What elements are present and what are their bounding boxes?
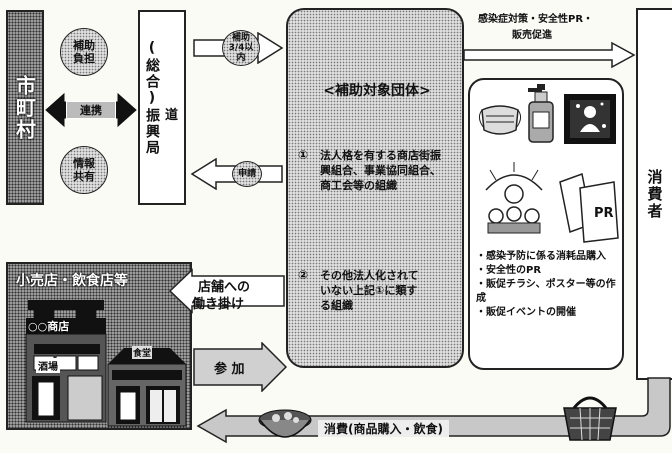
application-badge: 申請	[232, 161, 262, 187]
activities-box: PR ・感染予防に係る消耗品購入 ・安全性のPR ・販促チラシ、ポスター等の作成…	[468, 78, 624, 370]
promotion-arrow-line2: 販売促進	[512, 30, 552, 41]
shop-sign: ○○商店	[28, 320, 70, 333]
subsidy-rate-badge: 補助3/4以内	[222, 30, 260, 66]
sanitizer-bottle-icon	[528, 84, 554, 143]
activity-item: ・感染予防に係る消耗品購入	[476, 251, 606, 262]
consumer-box: 消費者	[636, 8, 672, 380]
noren-label: 酒場	[36, 358, 60, 373]
subsidy-rate-label: 補助3/4以内	[228, 33, 254, 63]
subsidy-burden-label: 補助負担	[73, 39, 95, 65]
shop-building-icon	[25, 300, 107, 423]
store-outreach-line2: 働き掛け	[192, 297, 245, 312]
promotion-arrow-line1: 感染症対策・安全性PR・	[478, 14, 594, 25]
target-organizations-box: <補助対象団体> ① 法人格を有する商店街振興組合、事業協同組合、商工会等の組織…	[286, 8, 464, 368]
info-share-label: 情報共有	[73, 157, 95, 183]
target-item1-text: 法人格を有する商店街振興組合、事業協同組合、商工会等の組織	[320, 149, 441, 192]
consumption-arrow	[196, 377, 671, 444]
promotion-arrow	[463, 41, 636, 69]
consumption-text: 消費(商品購入・飲食)	[324, 422, 443, 436]
flyers-icon	[559, 172, 619, 243]
shopping-basket-icon	[563, 396, 617, 441]
store-outreach-line1: 店舗への	[198, 280, 251, 295]
application-label: 申請	[237, 168, 256, 179]
target-item2-num: ②	[298, 268, 309, 282]
activity-item: ・安全性のPR	[476, 265, 542, 276]
mask-icon	[478, 105, 522, 135]
retail-box: 小売店・飲食店等 ○○商店 酒場 食堂	[6, 262, 192, 430]
food-bowl-icon	[258, 409, 312, 438]
consumer-label: 消費者	[645, 168, 664, 220]
municipality-label: 市町村	[12, 74, 37, 141]
subsidy-burden-circle: 補助負担	[60, 28, 108, 76]
promotion-bureau-label: (総合)振興局	[144, 40, 160, 156]
info-share-circle: 情報共有	[60, 146, 108, 194]
liaison-text: 連携	[80, 104, 102, 117]
liaison-label: 連携	[66, 101, 116, 119]
promotion-bureau-box: (総合)振興局 道	[138, 10, 186, 205]
municipality-box: 市町村	[6, 10, 44, 205]
participation-arrow	[193, 342, 288, 392]
target-title: <補助対象団体>	[323, 83, 431, 99]
participation-label: 参 加	[214, 362, 245, 377]
consumption-label: 消費(商品購入・飲食)	[318, 420, 449, 437]
activities-list: ・感染予防に係る消耗品購入 ・安全性のPR ・販促チラシ、ポスター等の作成 ・販…	[476, 250, 618, 320]
activity-item: ・販促チラシ、ポスター等の作成	[476, 279, 616, 304]
retail-title: 小売店・飲食店等	[16, 273, 128, 289]
restaurant-sign: 食堂	[132, 346, 153, 359]
event-crowd-icon	[485, 162, 543, 234]
poster-icon	[564, 94, 616, 144]
activity-item: ・販促イベントの開催	[476, 307, 576, 318]
store-outreach-arrow	[168, 268, 285, 314]
dou-label: 道	[165, 108, 179, 123]
flyer-pr-label: PR	[594, 206, 614, 221]
target-item2-text: その他法人化されていない上記①に類する組織	[320, 269, 419, 312]
target-item1-num: ①	[298, 148, 309, 162]
